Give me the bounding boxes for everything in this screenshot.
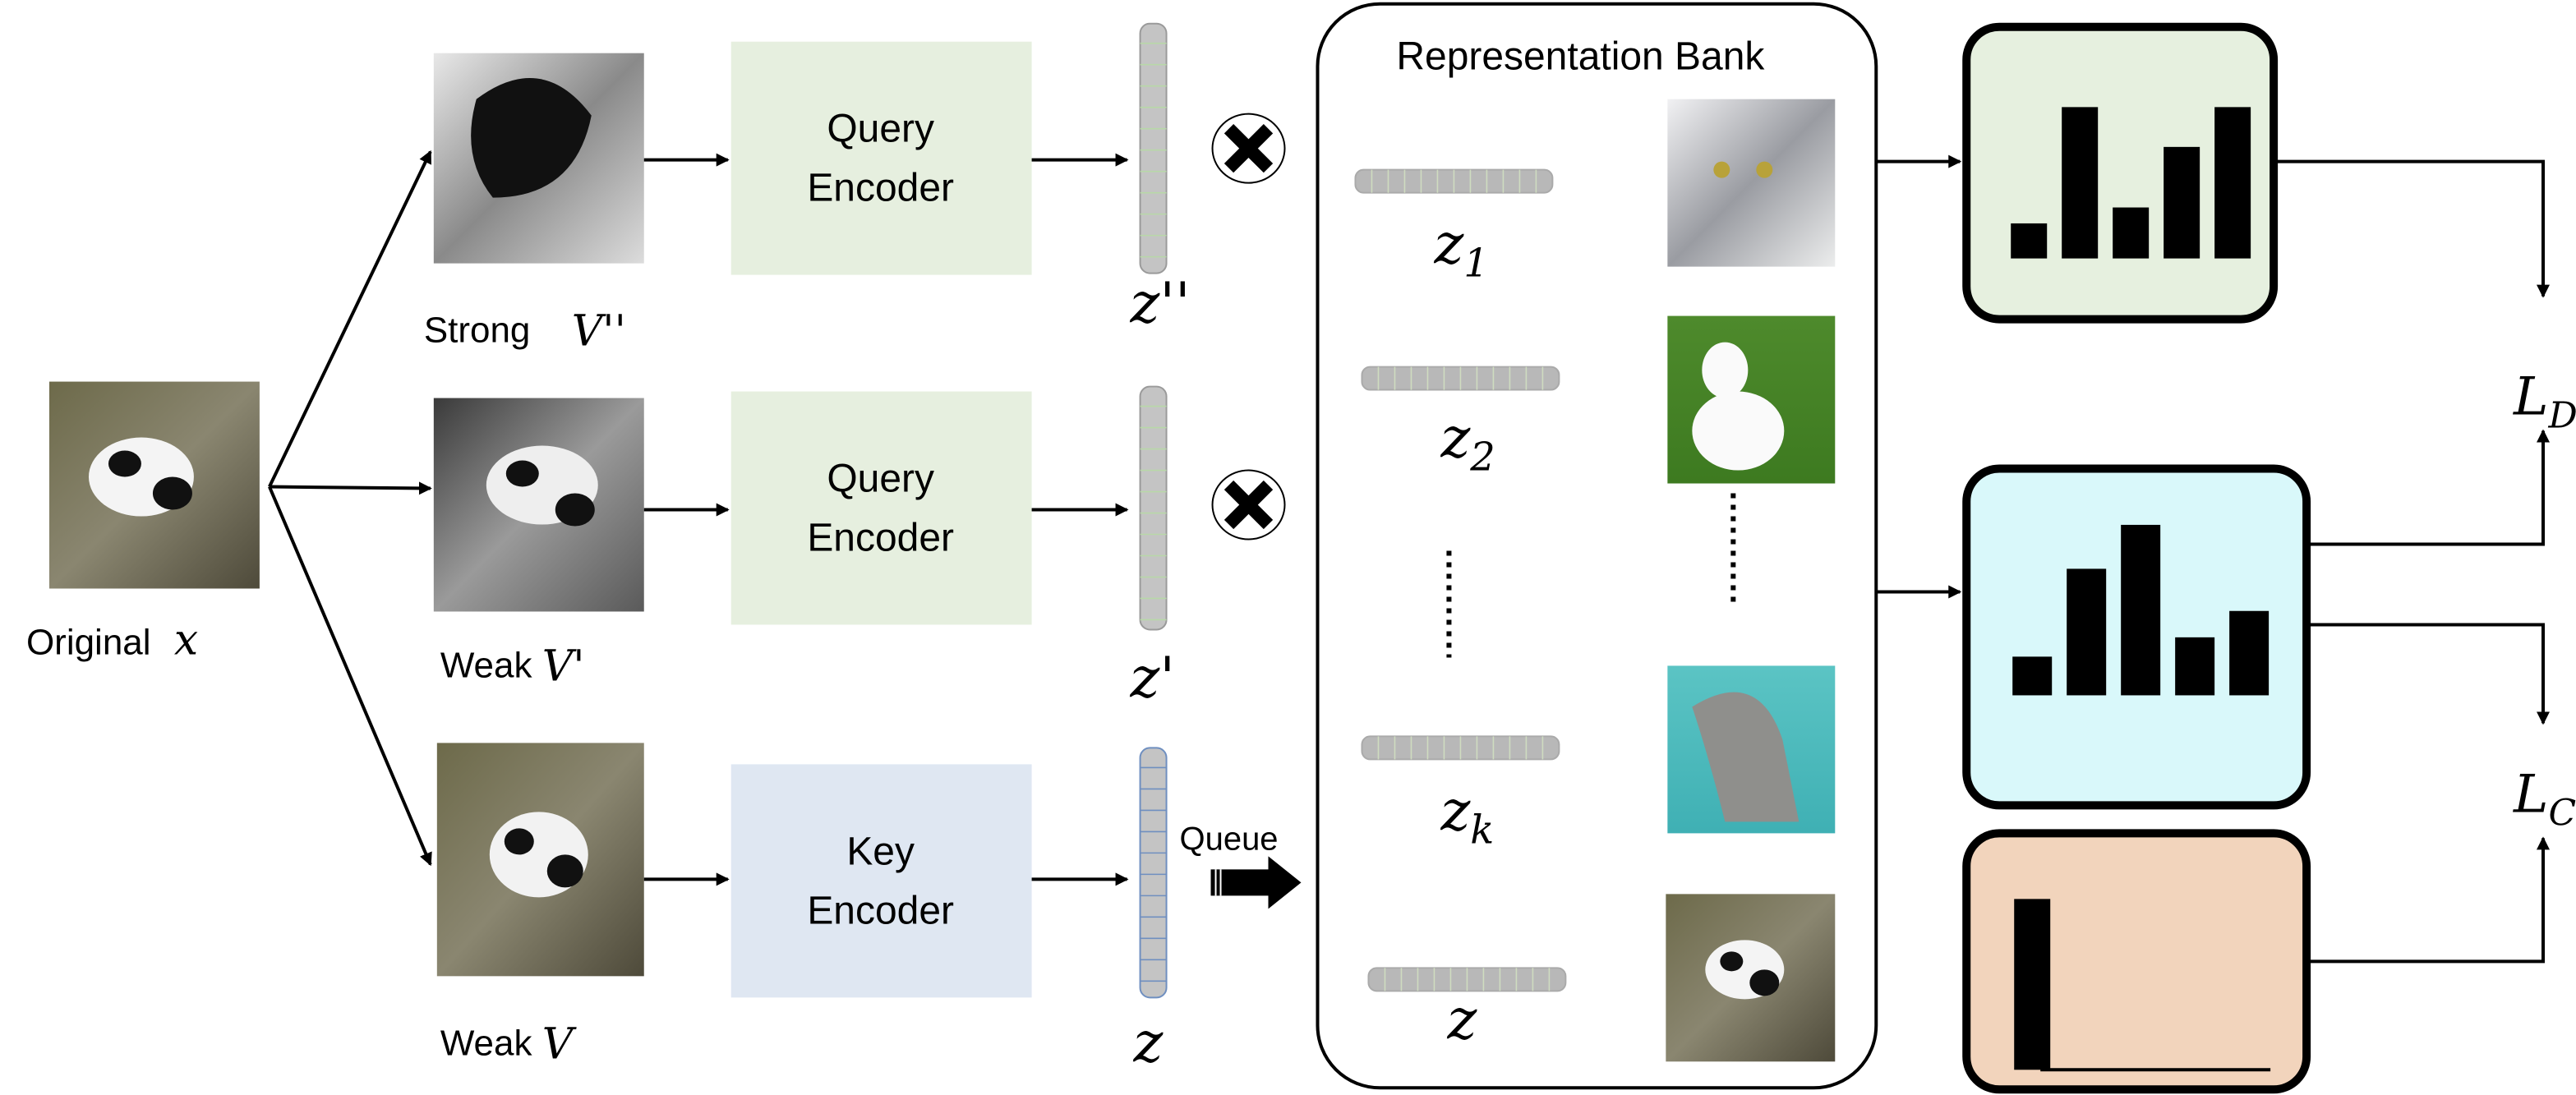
bank-title: Representation Bank (1396, 35, 1765, 79)
query-encoder-1-label2: Encoder (807, 167, 954, 210)
queue-label: Queue (1180, 821, 1279, 857)
x-circle-icon (1211, 113, 1286, 184)
z-prime-vector (1139, 385, 1168, 631)
loss-d: LD (2513, 367, 2576, 437)
strong-var: V'' (572, 307, 626, 357)
z-prime-label: z' (1130, 646, 1176, 711)
bank-vector-2 (1361, 366, 1560, 391)
cyan-histogram-bar (2121, 524, 2161, 696)
bank-vector-3 (1361, 735, 1560, 761)
query-encoder-1 (730, 41, 1032, 275)
cyan-histogram-bar (2175, 637, 2215, 696)
cyan-histogram-bar (2229, 610, 2270, 696)
bank-output-arrows (1876, 154, 1962, 599)
weak-var-1: V' (542, 642, 585, 691)
z-double-prime-label: z'' (1130, 272, 1191, 337)
weak-label-2: Weak (440, 1023, 533, 1063)
green-histogram-bar (2011, 223, 2048, 259)
encoder-output-arrows (1031, 153, 1129, 886)
bank-vector-4 (1367, 967, 1567, 992)
bank-vector-label: z1 (1433, 213, 1488, 287)
z-double-prime-vector (1139, 22, 1168, 274)
cyan-histogram-bar (2012, 656, 2053, 696)
weak-view-image-1 (433, 398, 644, 612)
dog-image (1667, 315, 1836, 484)
cyan-histogram-bar (2067, 568, 2107, 696)
original-var: x (174, 615, 198, 665)
bank-vector-1 (1354, 168, 1554, 194)
bank-vector-label: zk (1440, 779, 1494, 853)
z-vector (1139, 747, 1168, 999)
query-encoder-2-label2: Encoder (807, 516, 954, 559)
query-encoder-2-label: Query (827, 458, 934, 501)
green-histogram-bar (2214, 107, 2251, 259)
key-encoder-label: Key (846, 830, 915, 873)
peach-histogram-bar (2014, 899, 2051, 1070)
key-encoder-label2: Encoder (807, 889, 954, 932)
branch-arrows (268, 150, 432, 867)
weak-label-1: Weak (440, 645, 533, 685)
strong-label: Strong (424, 311, 531, 351)
green-histogram-bar (2164, 146, 2200, 259)
loss-c: LC (2513, 764, 2576, 834)
x-circle-icon (1211, 469, 1286, 541)
cat-image (1667, 99, 1836, 267)
panda-image (1666, 894, 1836, 1062)
weak-var-2: V (542, 1019, 577, 1069)
weak-view-image-2 (436, 743, 644, 977)
query-encoder-2 (730, 391, 1032, 625)
original-label: Original (26, 622, 151, 662)
green-histogram-bar (2113, 207, 2150, 259)
strong-view-image (433, 53, 644, 264)
loss-connectors (2274, 159, 2551, 964)
dolphin-image (1667, 665, 1836, 834)
key-encoder (730, 764, 1032, 998)
original-image (48, 381, 260, 589)
z-label: z (1133, 1010, 1164, 1075)
bank-vector-label: z (1446, 987, 1477, 1052)
queue-arrow-icon (1210, 856, 1302, 909)
bank-vector-label: z2 (1440, 407, 1495, 481)
encoder-input-arrows (643, 153, 730, 886)
query-encoder-1-label: Query (827, 108, 934, 151)
green-histogram-bar (2062, 107, 2099, 259)
